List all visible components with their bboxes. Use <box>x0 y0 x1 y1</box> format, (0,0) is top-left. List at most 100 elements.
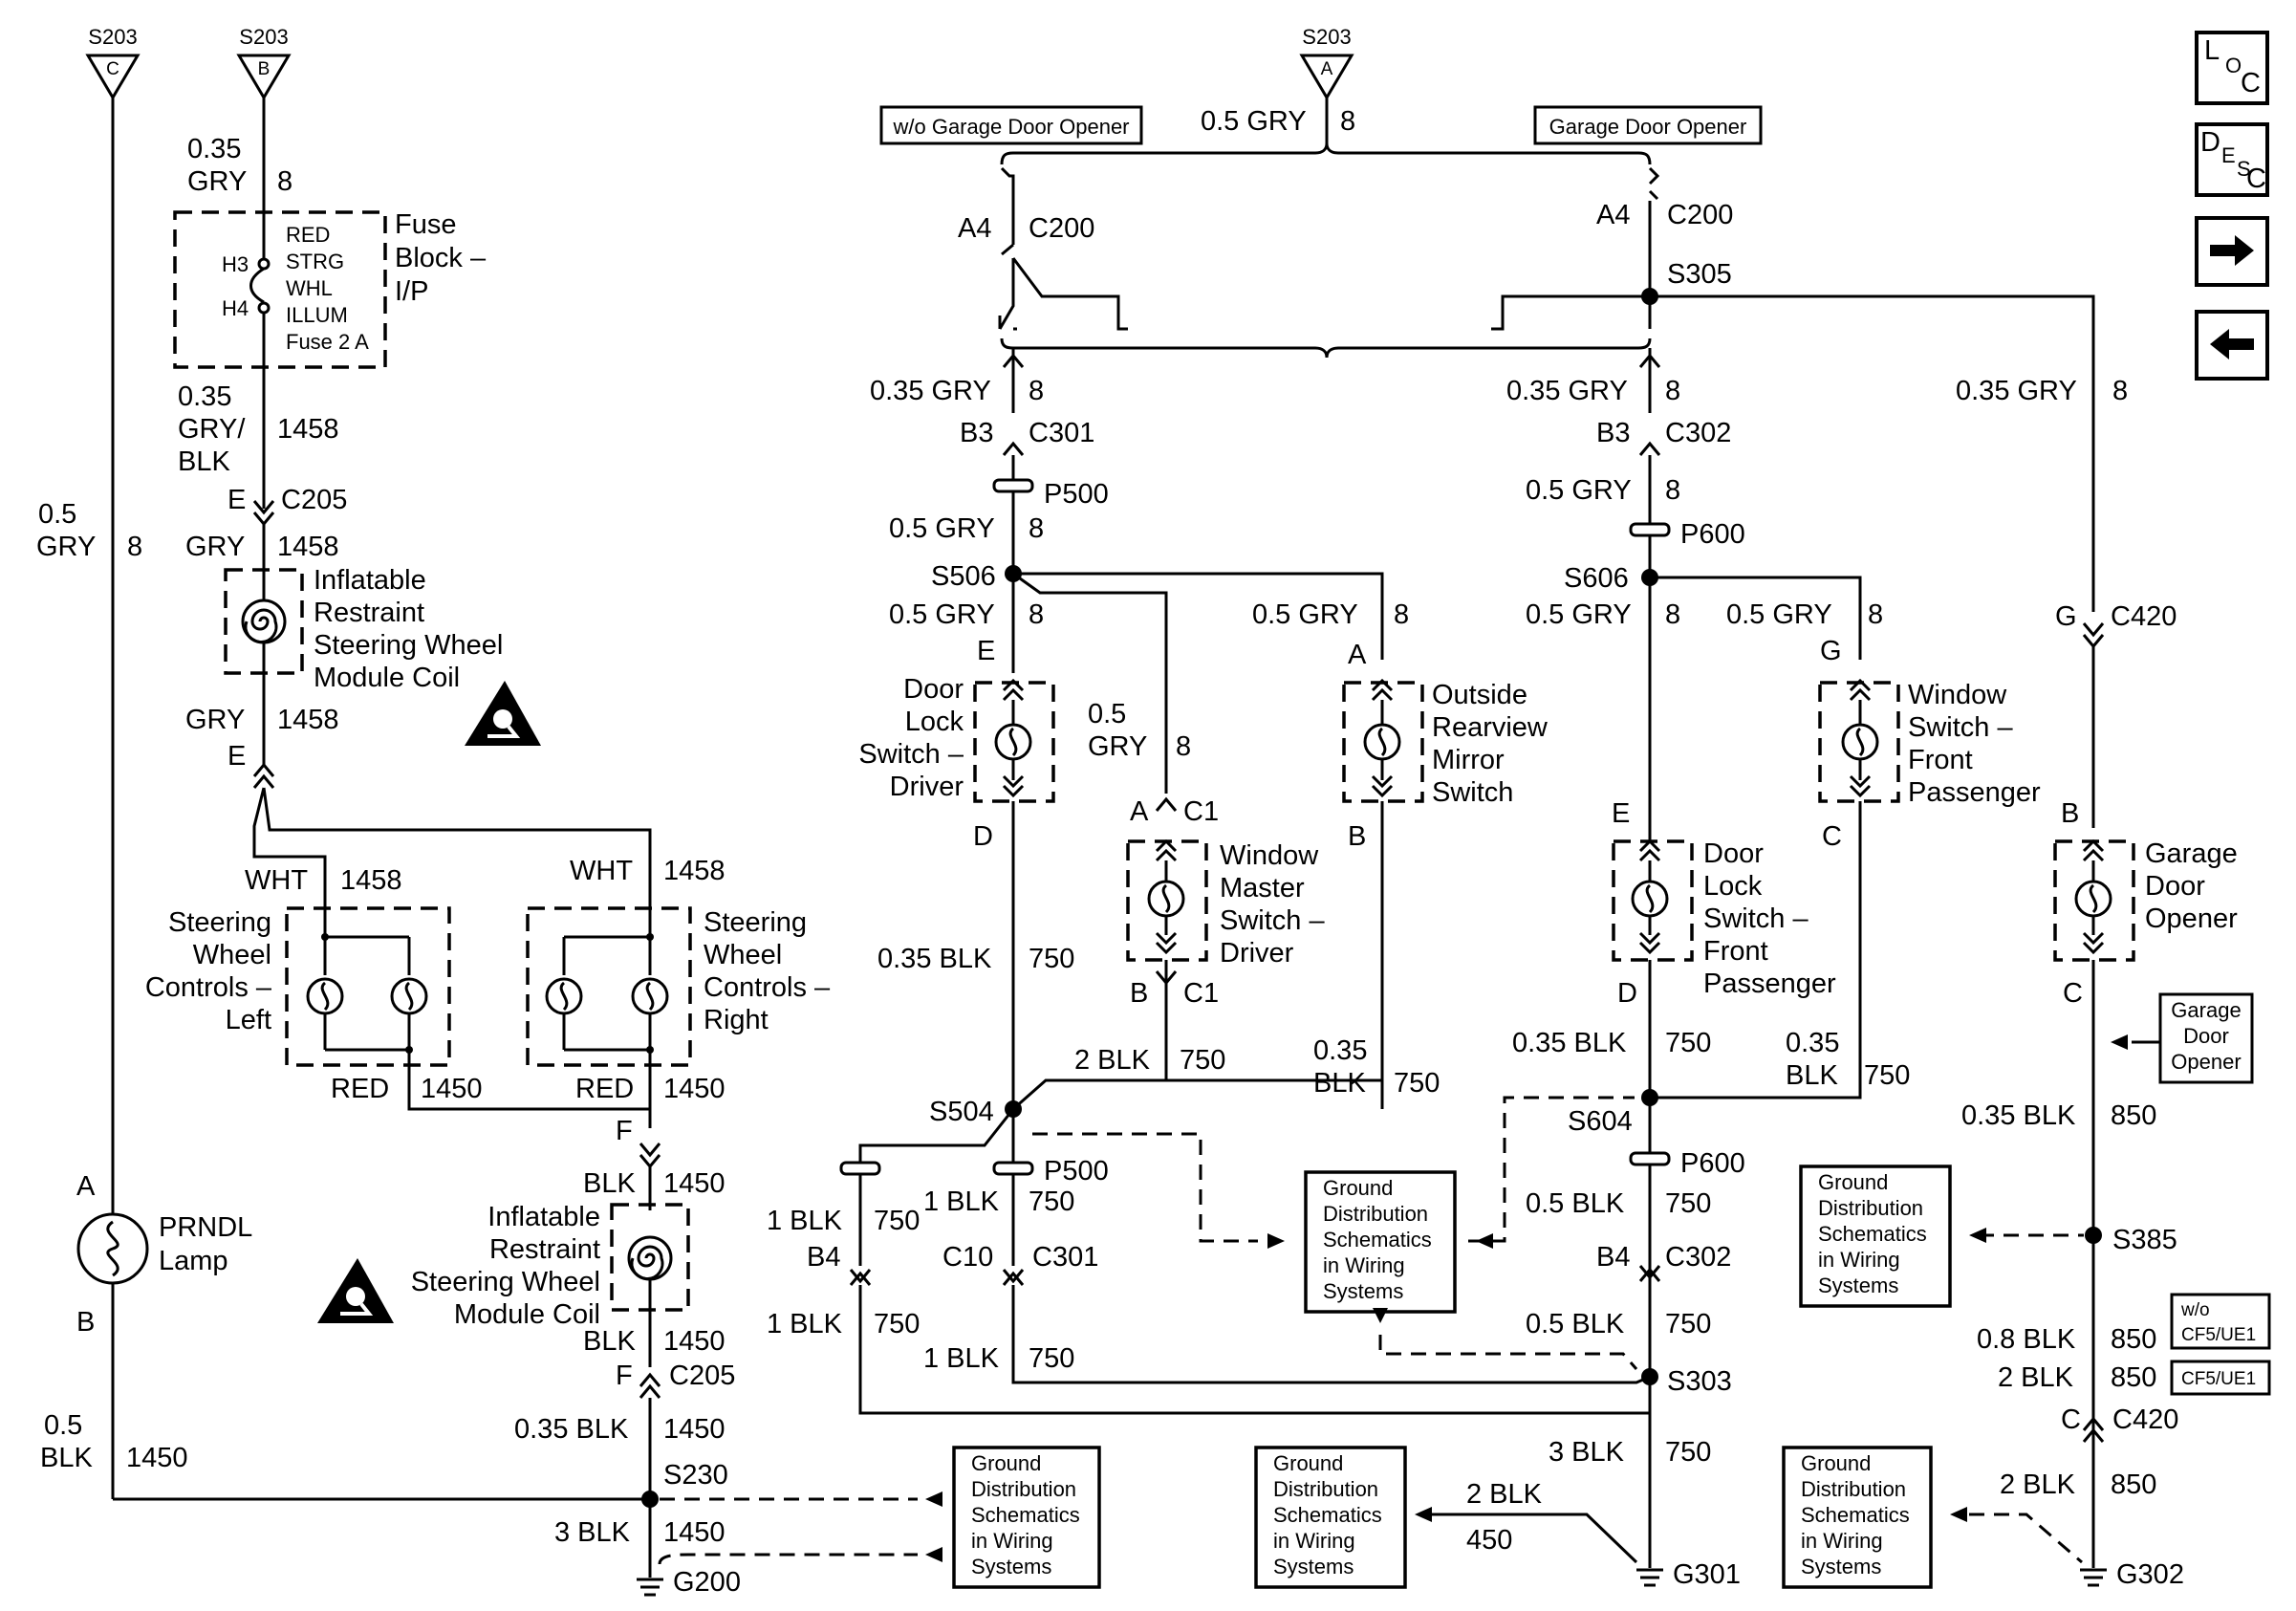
svg-text:1458: 1458 <box>340 865 402 896</box>
svg-text:Garage Door Opener: Garage Door Opener <box>1549 115 1747 139</box>
svg-text:C: C <box>1822 821 1842 852</box>
svg-text:8: 8 <box>1029 599 1044 630</box>
svg-text:O: O <box>2225 54 2242 77</box>
svg-text:Garage: Garage <box>2171 998 2241 1022</box>
svg-text:Schematics: Schematics <box>1323 1228 1432 1252</box>
svg-text:P600: P600 <box>1680 519 1745 550</box>
svg-text:S606: S606 <box>1564 563 1629 594</box>
svg-text:I/P: I/P <box>395 276 428 307</box>
svg-text:GRY: GRY <box>187 166 247 197</box>
offpage-ref-s203b[interactable]: S203 B <box>236 25 292 100</box>
svg-text:Distribution: Distribution <box>1323 1202 1428 1226</box>
svg-text:1450: 1450 <box>663 1326 726 1357</box>
svg-text:0.5 GRY: 0.5 GRY <box>1201 106 1307 137</box>
svg-text:0.5 GRY: 0.5 GRY <box>1252 599 1358 630</box>
svg-text:Schematics: Schematics <box>1273 1503 1382 1527</box>
ground-distribution-box-g200[interactable]: Ground Distribution Schematics in Wiring… <box>952 1446 1101 1589</box>
svg-text:0.5 GRY: 0.5 GRY <box>889 599 995 630</box>
next-page-button[interactable] <box>2195 216 2269 287</box>
location-button[interactable]: L O C <box>2195 31 2269 105</box>
svg-text:C10: C10 <box>942 1242 993 1273</box>
svg-text:BLK: BLK <box>178 446 230 477</box>
svg-text:750: 750 <box>1180 1045 1225 1076</box>
pass-through-p600-top <box>1629 522 1671 537</box>
svg-text:G200: G200 <box>673 1567 741 1598</box>
svg-text:8: 8 <box>1665 376 1680 406</box>
svg-text:Front: Front <box>1703 936 1768 967</box>
offpage-ref-s203a[interactable]: S203 A <box>1299 25 1354 100</box>
svg-text:A4: A4 <box>1596 200 1630 230</box>
svg-text:Master: Master <box>1220 873 1305 903</box>
svg-text:Fuse: Fuse <box>395 209 456 240</box>
garage-door-opener-reference[interactable]: Garage Door Opener <box>2158 992 2254 1084</box>
svg-text:Opener: Opener <box>2171 1050 2241 1074</box>
svg-text:w/o Garage Door Opener: w/o Garage Door Opener <box>892 115 1129 139</box>
svg-text:8: 8 <box>2112 376 2128 406</box>
splice-s230 <box>641 1491 659 1508</box>
svg-text:Steering: Steering <box>168 907 271 938</box>
ground-distribution-box-g301[interactable]: Ground Distribution Schematics in Wiring… <box>1254 1446 1407 1589</box>
svg-text:Module Coil: Module Coil <box>454 1299 600 1330</box>
svg-text:E: E <box>977 636 995 666</box>
svg-text:1450: 1450 <box>663 1414 726 1445</box>
svg-text:Distribution: Distribution <box>971 1477 1076 1501</box>
svg-text:8: 8 <box>1340 106 1355 137</box>
svg-text:8: 8 <box>1665 475 1680 506</box>
svg-text:Door: Door <box>2183 1024 2229 1048</box>
svg-text:in Wiring: in Wiring <box>1323 1253 1405 1277</box>
svg-text:0.35 BLK: 0.35 BLK <box>877 944 992 974</box>
svg-text:1 BLK: 1 BLK <box>923 1186 1000 1217</box>
svg-text:B: B <box>76 1307 95 1338</box>
svg-text:C205: C205 <box>281 485 347 515</box>
svg-text:Ground: Ground <box>1273 1451 1343 1475</box>
svg-text:Lamp: Lamp <box>159 1246 228 1276</box>
svg-text:Window: Window <box>1908 680 2007 710</box>
offpage-ref-s203c[interactable]: S203 C <box>85 25 141 100</box>
svg-text:750: 750 <box>874 1206 920 1236</box>
svg-text:0.35: 0.35 <box>187 134 241 164</box>
svg-text:Switch: Switch <box>1432 777 1513 808</box>
svg-text:Outside: Outside <box>1432 680 1527 710</box>
svg-text:750: 750 <box>1665 1437 1711 1468</box>
svg-text:0.5 GRY: 0.5 GRY <box>1526 475 1632 506</box>
svg-text:C: C <box>2063 978 2083 1009</box>
svg-text:WHT: WHT <box>570 856 633 886</box>
prndl-lamp: A PRNDL Lamp B <box>76 1171 252 1338</box>
svg-text:GRY: GRY <box>1088 731 1147 762</box>
svg-text:Window: Window <box>1220 840 1319 871</box>
splice-s385 <box>2085 1227 2102 1244</box>
svg-text:750: 750 <box>1029 1186 1074 1217</box>
svg-text:S: S <box>2237 157 2251 181</box>
svg-text:A: A <box>76 1171 96 1202</box>
svg-text:1 BLK: 1 BLK <box>923 1343 1000 1374</box>
svg-text:1458: 1458 <box>277 414 339 445</box>
svg-text:BLK: BLK <box>1786 1060 1838 1091</box>
previous-page-button[interactable] <box>2195 310 2269 381</box>
svg-text:2 BLK: 2 BLK <box>1074 1045 1151 1076</box>
inflatable-restraint-coil-bottom: Inflatable Restraint Steering Wheel Modu… <box>411 1202 690 1330</box>
svg-text:8: 8 <box>1029 376 1044 406</box>
ground-distribution-box-s385[interactable]: Ground Distribution Schematics in Wiring… <box>1799 1165 1952 1308</box>
svg-text:0.35: 0.35 <box>1786 1028 1839 1058</box>
svg-text:S504: S504 <box>929 1097 994 1127</box>
svg-text:C200: C200 <box>1667 200 1733 230</box>
svg-text:1450: 1450 <box>126 1443 188 1473</box>
splice-s604 <box>1641 1089 1658 1106</box>
ground-distribution-box-g302[interactable]: Ground Distribution Schematics in Wiring… <box>1782 1446 1933 1589</box>
ground-distribution-box-center[interactable]: Ground Distribution Schematics in Wiring… <box>1304 1170 1457 1314</box>
svg-text:0.5 GRY: 0.5 GRY <box>1526 599 1632 630</box>
svg-text:750: 750 <box>1665 1028 1711 1058</box>
svg-text:A: A <box>1130 796 1149 827</box>
svg-text:RED: RED <box>575 1074 634 1104</box>
svg-text:Opener: Opener <box>2145 903 2238 934</box>
svg-text:S305: S305 <box>1667 259 1732 290</box>
svg-text:Inflatable: Inflatable <box>314 565 426 596</box>
svg-text:C205: C205 <box>669 1361 735 1391</box>
svg-text:Distribution: Distribution <box>1801 1477 1906 1501</box>
svg-text:B: B <box>1348 821 1366 852</box>
svg-text:Switch –: Switch – <box>1703 903 1809 934</box>
description-button[interactable]: D E S C <box>2195 122 2269 197</box>
svg-text:0.35: 0.35 <box>1313 1035 1367 1066</box>
svg-text:Controls –: Controls – <box>704 972 831 1003</box>
